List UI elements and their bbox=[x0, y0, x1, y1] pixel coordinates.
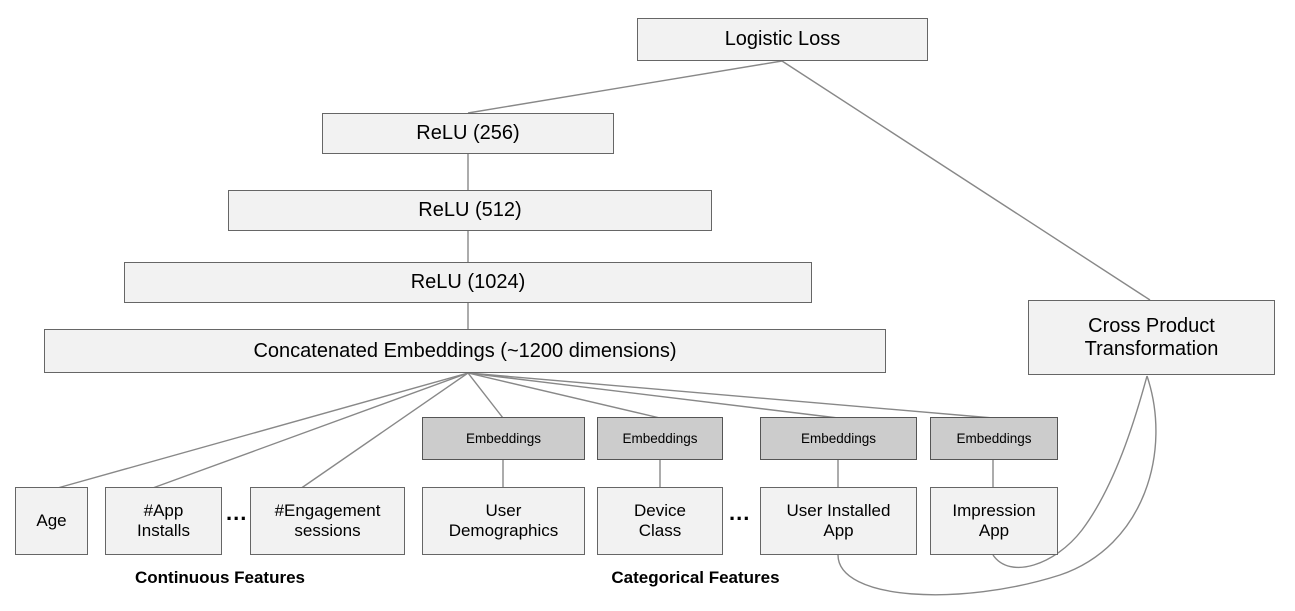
edge-concat-to-embeddings-1 bbox=[467, 372, 504, 419]
edge-loss-to-cross-product bbox=[781, 60, 1151, 301]
node-feature-engagement-sessions-label: #Engagement sessions bbox=[274, 501, 381, 540]
edge-concat-to-embeddings-2 bbox=[467, 372, 661, 419]
node-feature-device-class[interactable]: Device Class bbox=[597, 487, 723, 555]
node-concatenated-embeddings-label: Concatenated Embeddings (~1200 dimension… bbox=[253, 339, 677, 362]
edge-concat-to-app-installs bbox=[149, 372, 469, 490]
node-embeddings-1-label: Embeddings bbox=[465, 430, 542, 446]
node-embeddings-1[interactable]: Embeddings bbox=[422, 417, 585, 460]
node-feature-user-demographics[interactable]: User Demographics bbox=[422, 487, 585, 555]
edge-concat-to-embeddings-4 bbox=[467, 372, 994, 419]
node-embeddings-4[interactable]: Embeddings bbox=[930, 417, 1058, 460]
node-feature-impression-app[interactable]: Impression App bbox=[930, 487, 1058, 555]
ellipsis-categorical: ... bbox=[729, 502, 750, 524]
group-label-categorical-features: Categorical Features bbox=[578, 568, 813, 588]
group-label-continuous-features: Continuous Features bbox=[95, 568, 345, 588]
node-relu-256-label: ReLU (256) bbox=[416, 122, 520, 144]
node-embeddings-2[interactable]: Embeddings bbox=[597, 417, 723, 460]
edge-user-installed-app-to-cross-product bbox=[837, 375, 1157, 596]
ellipsis-continuous: ... bbox=[226, 502, 247, 524]
node-relu-512-label: ReLU (512) bbox=[418, 199, 522, 221]
node-logistic-loss[interactable]: Logistic Loss bbox=[637, 18, 928, 61]
node-relu-1024[interactable]: ReLU (1024) bbox=[124, 262, 812, 303]
node-feature-app-installs[interactable]: #App Installs bbox=[105, 487, 222, 555]
node-embeddings-3[interactable]: Embeddings bbox=[760, 417, 917, 460]
node-embeddings-4-label: Embeddings bbox=[956, 430, 1032, 446]
node-feature-engagement-sessions[interactable]: #Engagement sessions bbox=[250, 487, 405, 555]
node-relu-256[interactable]: ReLU (256) bbox=[322, 113, 614, 154]
node-feature-user-installed-app[interactable]: User Installed App bbox=[760, 487, 917, 555]
ellipsis-continuous-label: ... bbox=[226, 500, 248, 525]
node-logistic-loss-label: Logistic Loss bbox=[724, 28, 841, 50]
edge-concat-to-embeddings-3 bbox=[467, 372, 839, 419]
node-embeddings-2-label: Embeddings bbox=[622, 430, 698, 446]
node-cross-product-transformation-label: Cross Product Transformation bbox=[1084, 314, 1219, 360]
node-feature-device-class-label: Device Class bbox=[634, 501, 686, 540]
node-feature-app-installs-label: #App Installs bbox=[137, 501, 190, 540]
node-relu-512[interactable]: ReLU (512) bbox=[228, 190, 712, 231]
ellipsis-categorical-label: ... bbox=[729, 500, 751, 525]
group-label-categorical-features-text: Categorical Features bbox=[611, 568, 780, 587]
node-cross-product-transformation[interactable]: Cross Product Transformation bbox=[1028, 300, 1275, 375]
node-feature-impression-app-label: Impression App bbox=[952, 501, 1036, 540]
node-embeddings-3-label: Embeddings bbox=[800, 430, 877, 446]
node-concatenated-embeddings[interactable]: Concatenated Embeddings (~1200 dimension… bbox=[44, 329, 886, 373]
node-feature-user-demographics-label: User Demographics bbox=[448, 501, 559, 540]
group-label-continuous-features-text: Continuous Features bbox=[134, 568, 305, 587]
node-feature-user-installed-app-label: User Installed App bbox=[786, 501, 891, 540]
node-feature-age-label: Age bbox=[36, 511, 67, 531]
edge-concat-to-age bbox=[53, 372, 469, 490]
node-feature-age[interactable]: Age bbox=[15, 487, 88, 555]
edge-loss-to-relu256 bbox=[467, 60, 783, 114]
node-relu-1024-label: ReLU (1024) bbox=[410, 271, 526, 293]
